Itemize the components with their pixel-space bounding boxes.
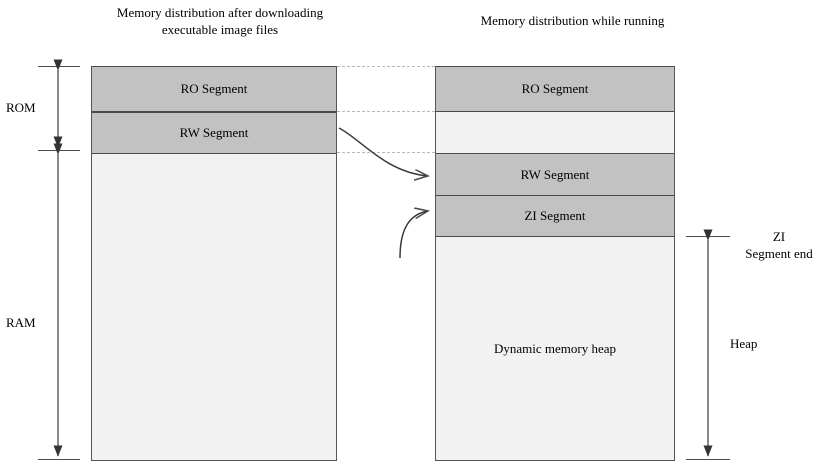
dotted-connector-middle (337, 111, 435, 112)
left-diagram-title: Memory distribution after downloading ex… (116, 5, 324, 37)
zi-segment-end-line2: Segment end (745, 246, 813, 261)
right-segment-rw: RW Segment (436, 153, 674, 196)
dotted-connector-top (337, 66, 435, 67)
rom-bottom-tick (38, 150, 80, 151)
memory-column-after-download: RO Segment RW Segment (91, 65, 337, 461)
right-segment-ro: RO Segment (436, 65, 674, 112)
right-segment-heap: Dynamic memory heap (436, 236, 674, 460)
ram-bottom-tick (38, 459, 80, 460)
rom-label: ROM (6, 100, 36, 115)
right-segment-zi: ZI Segment (436, 195, 674, 237)
zi-creation-arrow (399, 211, 428, 259)
zi-segment-end-label: ZI Segment end (730, 228, 828, 262)
heap-bottom-tick (686, 459, 730, 460)
rom-top-tick (38, 66, 80, 67)
ram-label: RAM (6, 315, 36, 330)
left-segment-free (92, 154, 336, 460)
left-segment-rw: RW Segment (92, 112, 336, 154)
heap-label: Heap (730, 336, 758, 351)
heap-top-tick (686, 236, 730, 237)
zi-segment-end-line1: ZI (772, 229, 786, 244)
memory-column-while-running: RO Segment RW Segment ZI Segment Dynamic… (435, 65, 675, 461)
right-diagram-title: Memory distribution while running (480, 13, 665, 28)
dotted-connector-bottom (337, 152, 435, 153)
left-segment-ro: RO Segment (92, 65, 336, 112)
right-segment-gap (436, 112, 674, 154)
